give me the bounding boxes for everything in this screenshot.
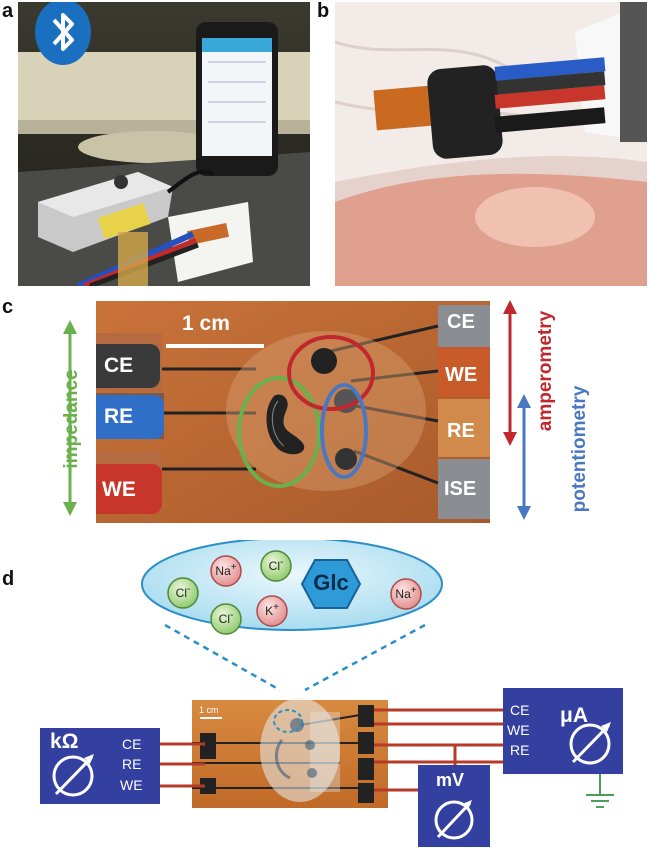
- connector-right-ise-label: ISE: [444, 478, 477, 500]
- amperometry-arrow: [503, 300, 517, 446]
- glc-label: Glc: [313, 570, 349, 595]
- ion-na-1-charge: +: [230, 562, 237, 573]
- connector-right-we-label: WE: [445, 364, 478, 386]
- ion-cl-1-charge: -: [187, 584, 191, 595]
- connector-left-re-label: RE: [104, 405, 134, 428]
- ion-cl-2: Cl-: [211, 610, 241, 626]
- potentiometry-arrow: [517, 394, 531, 520]
- ion-cl-2-charge: -: [230, 610, 234, 621]
- ion-cl-3-text: Cl: [268, 559, 280, 573]
- ion-cl-3: Cl-: [261, 557, 291, 573]
- kohm-we: WE: [120, 777, 143, 793]
- ion-cl-1: Cl-: [168, 584, 198, 600]
- photo-tissue-sensor: [335, 2, 647, 286]
- impedance-label: impedance: [61, 369, 82, 469]
- ion-k: K+: [257, 602, 287, 618]
- chip-scale-label: 1 cm: [199, 705, 219, 715]
- ion-cl-3-charge: -: [280, 557, 284, 568]
- ion-cl-1-text: Cl: [175, 586, 187, 600]
- connector-left-ce-label: CE: [104, 354, 134, 377]
- ion-na-1-text: Na: [215, 564, 231, 578]
- ua-re: RE: [510, 742, 530, 758]
- connector-left-re: [96, 395, 164, 439]
- kohm-label: kΩ: [50, 730, 79, 753]
- connector-right-re-label: RE: [447, 420, 475, 442]
- panel-label-c: c: [2, 296, 14, 318]
- potentiometry-label: potentiometry: [569, 385, 590, 513]
- panel-label-d: d: [2, 568, 15, 590]
- panel-label-a: a: [2, 0, 14, 22]
- ion-na-2-text: Na: [395, 587, 411, 601]
- connector-left-ce: [96, 344, 160, 388]
- schematic-diagram: [40, 540, 623, 847]
- ua-label: μA: [560, 704, 589, 727]
- ion-na-2: Na+: [391, 585, 421, 601]
- ua-ce: CE: [510, 702, 530, 718]
- panel-label-b: b: [317, 0, 330, 22]
- photo-bluetooth-setup: [18, 2, 310, 286]
- kohm-re: RE: [122, 756, 142, 772]
- ua-we: WE: [507, 722, 530, 738]
- scale-bar-label: 1 cm: [182, 312, 230, 335]
- connector-left-we: [96, 464, 162, 514]
- ion-na-1: Na+: [211, 562, 241, 578]
- mv-label: mV: [436, 770, 465, 790]
- connector-right-ce-label: CE: [447, 311, 475, 333]
- impedance-arrow: [63, 320, 77, 516]
- ion-k-charge: +: [273, 602, 279, 613]
- connector-left-we-label: WE: [102, 478, 136, 501]
- ion-cl-2-text: Cl: [218, 612, 230, 626]
- ion-na-2-charge: +: [410, 585, 417, 596]
- kohm-ce: CE: [122, 736, 142, 752]
- ion-k-text: K: [265, 604, 274, 618]
- amperometry-label: amperometry: [535, 310, 556, 432]
